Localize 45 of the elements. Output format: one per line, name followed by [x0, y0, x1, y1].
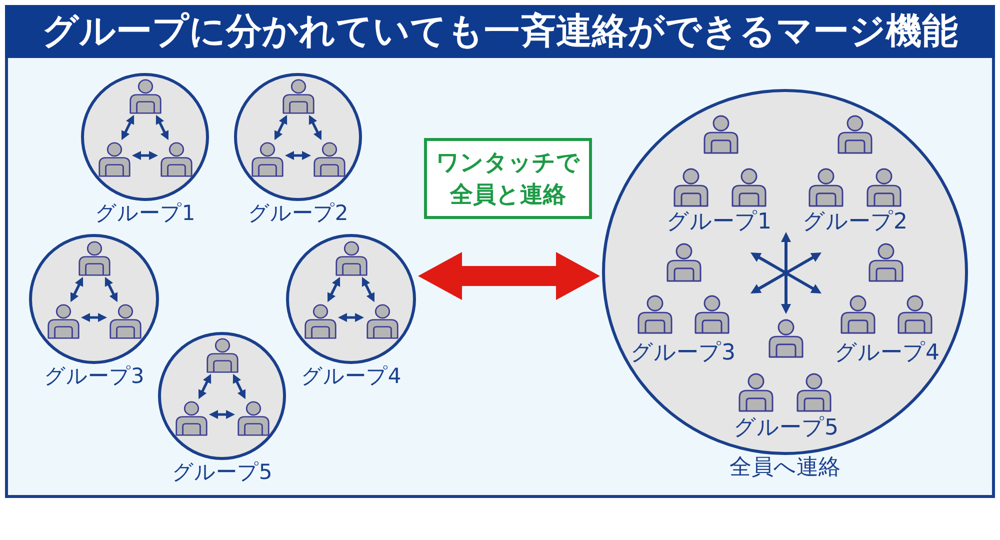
double-arrow — [209, 410, 235, 419]
group-label: グループ1 — [666, 209, 772, 235]
group-label: グループ3 — [630, 340, 736, 366]
person-icon — [46, 304, 80, 338]
double-arrow — [121, 114, 134, 140]
person-icon — [98, 142, 130, 176]
person-icon — [160, 142, 192, 176]
callout-text: ワンタッチで全員と連絡 — [436, 148, 580, 210]
person-icon — [366, 304, 398, 338]
person-icon — [128, 78, 162, 114]
person-icon — [312, 142, 346, 176]
circle-label: グループ3 — [44, 364, 144, 388]
circle-label: グループ1 — [94, 201, 196, 226]
group-label: グループ4 — [834, 340, 940, 366]
double-arrow — [70, 276, 84, 302]
double-arrow — [308, 114, 322, 140]
double-arrow — [104, 276, 118, 302]
circle-label: 全員へ連絡 — [730, 455, 840, 480]
group-label: グループ5 — [734, 415, 838, 441]
person-icon — [206, 338, 238, 372]
person-icon — [250, 142, 284, 176]
title: グループに分かれていても一斉連絡ができるマージ機能 — [42, 10, 958, 54]
circle-label: グループ2 — [248, 201, 348, 226]
double-arrow — [362, 276, 375, 302]
double-arrow — [274, 114, 288, 140]
person-icon — [282, 78, 314, 114]
person-icon — [304, 304, 336, 338]
person-icon — [334, 240, 368, 276]
circle-label: グループ4 — [300, 364, 402, 388]
group-label: グループ2 — [802, 209, 908, 235]
double-arrow — [285, 151, 311, 160]
double-arrow — [327, 276, 340, 302]
thick-double-arrow — [418, 252, 600, 300]
double-arrow — [338, 313, 364, 322]
circle-label: グループ5 — [172, 460, 272, 484]
person-icon — [108, 304, 142, 338]
person-icon — [236, 400, 270, 436]
double-arrow — [81, 313, 107, 322]
person-icon — [174, 400, 208, 436]
callout-box — [424, 138, 592, 219]
person-icon — [78, 240, 110, 276]
double-arrow — [232, 374, 246, 400]
double-arrow — [198, 374, 212, 400]
double-arrow — [132, 151, 158, 160]
double-arrow — [156, 114, 169, 140]
